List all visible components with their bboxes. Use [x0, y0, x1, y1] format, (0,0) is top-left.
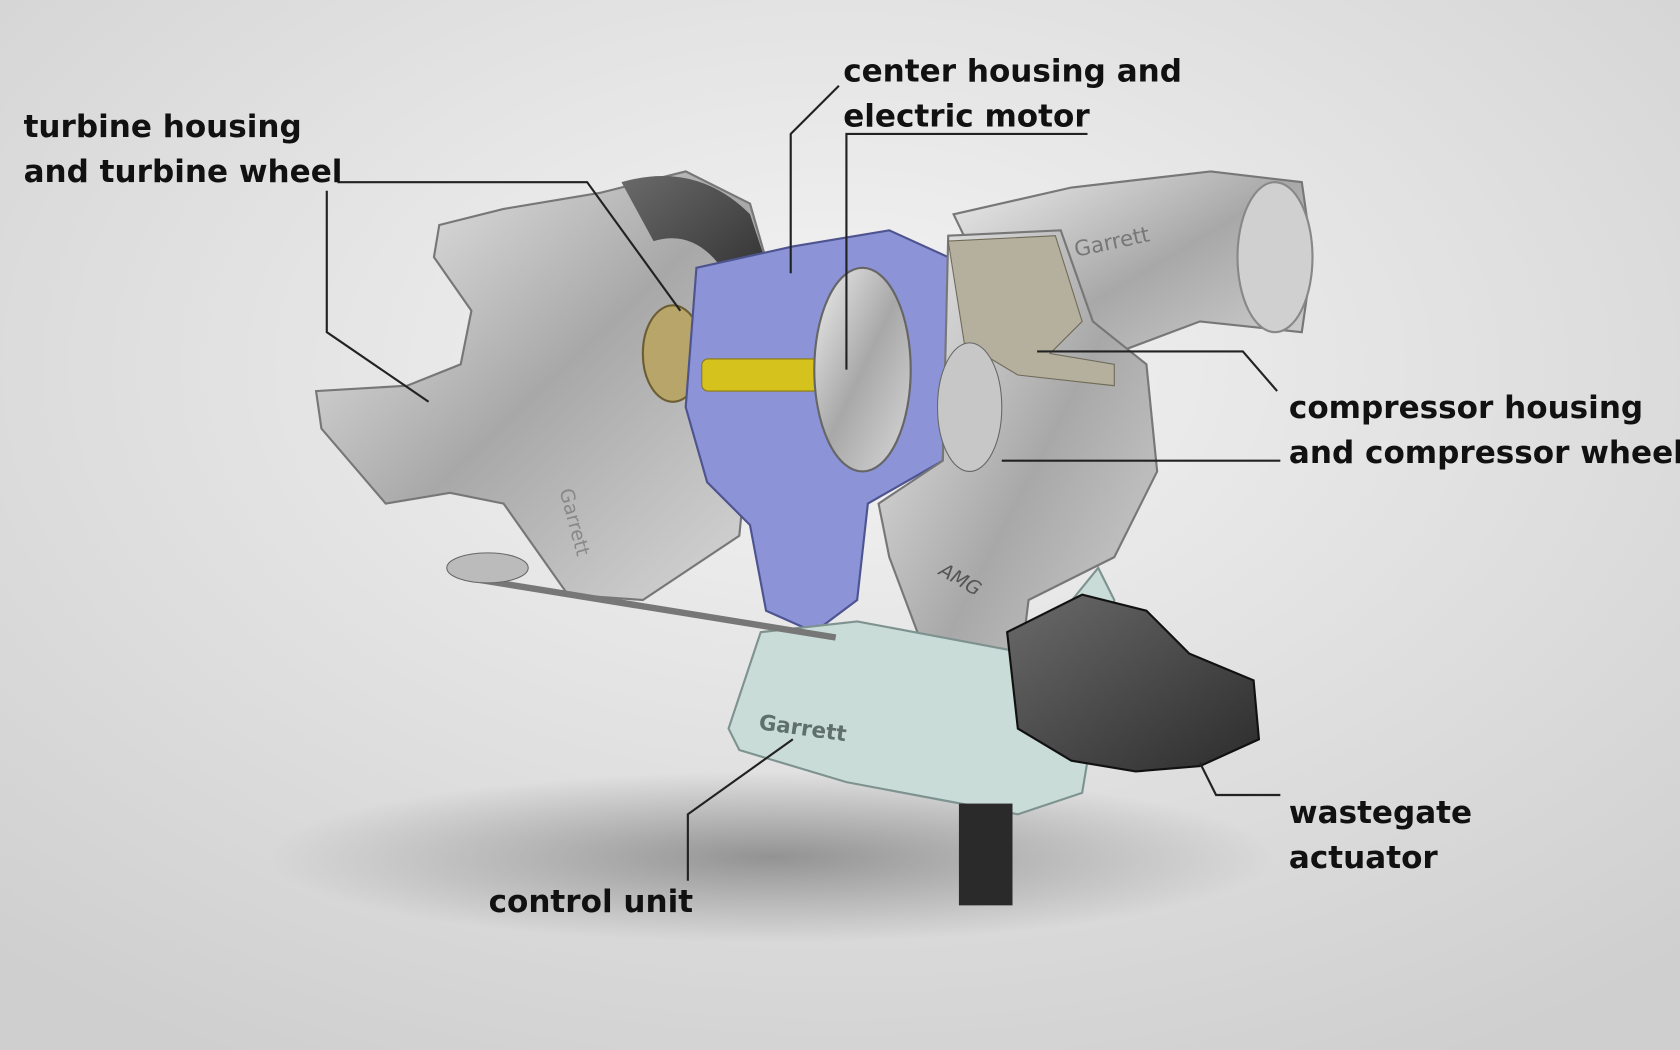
wastegate-lever	[447, 553, 528, 583]
compressor-wheel	[938, 343, 1002, 472]
label-compressor-line1: compressor housing	[1289, 390, 1643, 426]
label-wastegate-line2: actuator	[1289, 840, 1438, 876]
control-unit-connector	[959, 804, 1013, 906]
compressor-inlet-ring	[1238, 182, 1313, 332]
label-turbine-line1: turbine housing	[24, 109, 302, 145]
label-wastegate-line1: wastegate	[1289, 795, 1472, 831]
label-control: control unit	[489, 884, 694, 920]
label-center-line2: electric motor	[843, 98, 1090, 134]
electric-motor	[814, 268, 910, 472]
label-control-line1: control unit	[489, 884, 694, 920]
label-turbine-line2: and turbine wheel	[24, 154, 343, 190]
shaft	[702, 359, 820, 391]
floor-shadow	[268, 771, 1275, 942]
label-compressor-line2: and compressor wheel	[1289, 435, 1680, 471]
label-center-line1: center housing and	[843, 53, 1182, 89]
